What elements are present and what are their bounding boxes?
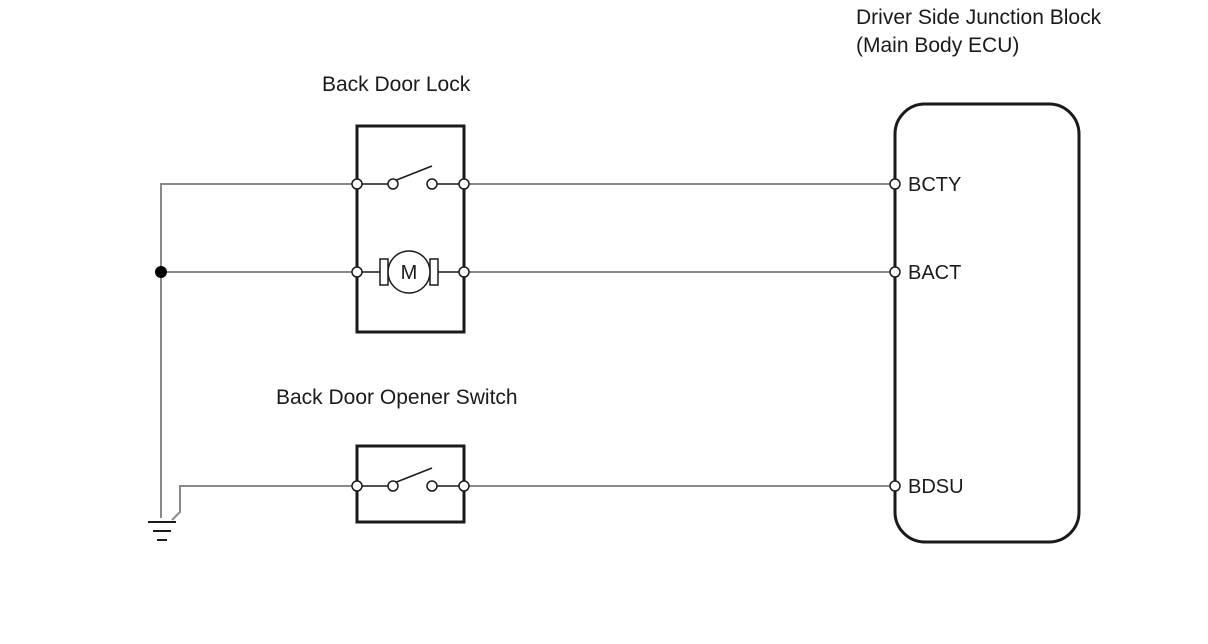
terminal-bdsu <box>889 480 901 492</box>
terminal-lock-left-motor <box>351 266 363 278</box>
back-door-lock-label: Back Door Lock <box>322 73 471 96</box>
wire-switch-ground <box>171 485 357 521</box>
back-door-opener-switch-label: Back Door Opener Switch <box>276 386 518 409</box>
junction-block-label-line2: (Main Body ECU) <box>856 34 1019 57</box>
terminal-lock-right-motor <box>458 266 470 278</box>
terminal-switch-left <box>351 480 363 492</box>
junction-block-body <box>893 102 1081 544</box>
wire-left-bus <box>160 183 357 518</box>
back-door-lock-box <box>355 124 466 334</box>
pin-label-bact: BACT <box>908 262 961 284</box>
terminal-lock-right-top <box>458 178 470 190</box>
junction-block-label-line1: Driver Side Junction Block <box>856 6 1102 29</box>
junction-dot <box>155 266 167 278</box>
pin-label-bcty: BCTY <box>908 174 961 196</box>
pin-label-bdsu: BDSU <box>908 476 964 498</box>
opener-switch-icon <box>357 467 464 492</box>
motor-symbol: M <box>401 262 418 284</box>
terminal-switch-right <box>458 480 470 492</box>
ground-icon <box>148 521 176 541</box>
motor-icon: M <box>357 250 464 294</box>
terminal-lock-left-top <box>351 178 363 190</box>
terminal-bact <box>889 266 901 278</box>
terminals <box>351 178 901 492</box>
lock-switch-icon <box>357 165 464 190</box>
terminal-bcty <box>889 178 901 190</box>
wires <box>160 183 895 521</box>
back-door-opener-switch-box <box>355 444 466 524</box>
